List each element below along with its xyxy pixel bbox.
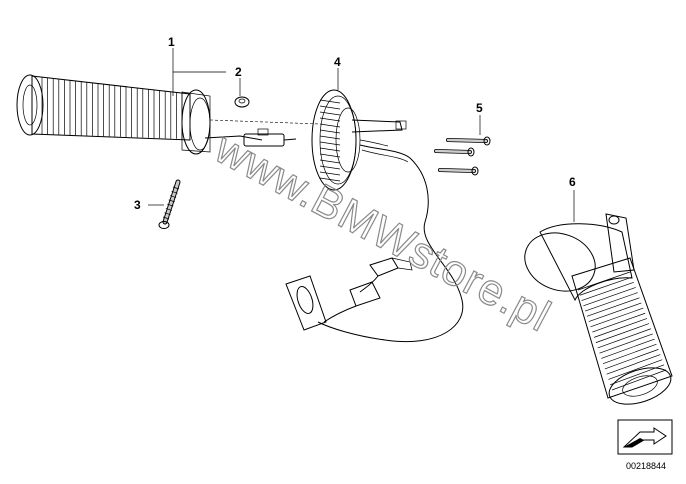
rib-line <box>165 208 172 211</box>
handlebar-grip-left-icon <box>16 74 297 155</box>
rib-line <box>606 354 661 375</box>
rib-line <box>585 292 638 312</box>
rib-line <box>592 312 646 333</box>
callout-3: 3 <box>134 198 141 212</box>
rib-line <box>586 297 640 317</box>
rib-line <box>319 159 341 164</box>
rib-line <box>608 359 663 380</box>
rib-line <box>319 177 341 182</box>
rib-line <box>577 271 631 291</box>
rib-line <box>167 203 174 207</box>
rib-line <box>170 195 177 198</box>
rib-line <box>601 338 655 359</box>
heating-control-unit-icon <box>311 89 464 342</box>
callout-1: 1 <box>168 35 175 49</box>
rib-line <box>595 323 650 343</box>
rib-line <box>590 307 644 328</box>
rib-line <box>172 186 180 190</box>
arrow-in-box-icon <box>617 419 673 455</box>
rib-line <box>319 171 341 176</box>
rib-line <box>319 141 341 146</box>
rib-line <box>579 276 633 296</box>
rib-line <box>319 165 341 170</box>
diagram-number: 00218844 <box>626 461 666 471</box>
rib-line <box>588 302 642 322</box>
rib-line <box>162 216 170 220</box>
nut-icon <box>234 96 250 108</box>
handlebar-grip-right-icon <box>524 213 673 405</box>
callout-labels: 1 2 3 4 5 6 <box>134 35 576 212</box>
rib-line <box>319 105 341 110</box>
screw-icon <box>158 179 181 229</box>
callout-6: 6 <box>569 175 576 189</box>
rib-line <box>319 99 341 104</box>
screws-icon <box>434 136 491 176</box>
rib-line <box>171 190 178 194</box>
leader-lines <box>148 48 575 222</box>
rib-line <box>319 153 341 158</box>
connector-icon <box>285 257 413 331</box>
rib-line <box>319 135 341 140</box>
callout-4: 4 <box>334 55 341 69</box>
rib-line <box>599 333 653 354</box>
rib-line <box>319 117 341 122</box>
watermark: www.BMWstore.pl <box>206 123 558 341</box>
rib-line <box>319 111 341 116</box>
rib-line <box>604 349 659 370</box>
rib-line <box>583 287 636 307</box>
rib-line <box>164 212 171 216</box>
rib-line <box>593 318 648 338</box>
rib-line <box>597 328 651 349</box>
callout-2: 2 <box>235 65 242 79</box>
rib-line <box>611 369 667 391</box>
rib-line <box>319 129 341 134</box>
rib-line <box>168 199 175 203</box>
rib-line <box>319 147 341 152</box>
callout-5: 5 <box>476 101 483 115</box>
rib-line <box>581 281 634 301</box>
rib-line <box>602 343 657 365</box>
rib-line <box>319 123 341 128</box>
